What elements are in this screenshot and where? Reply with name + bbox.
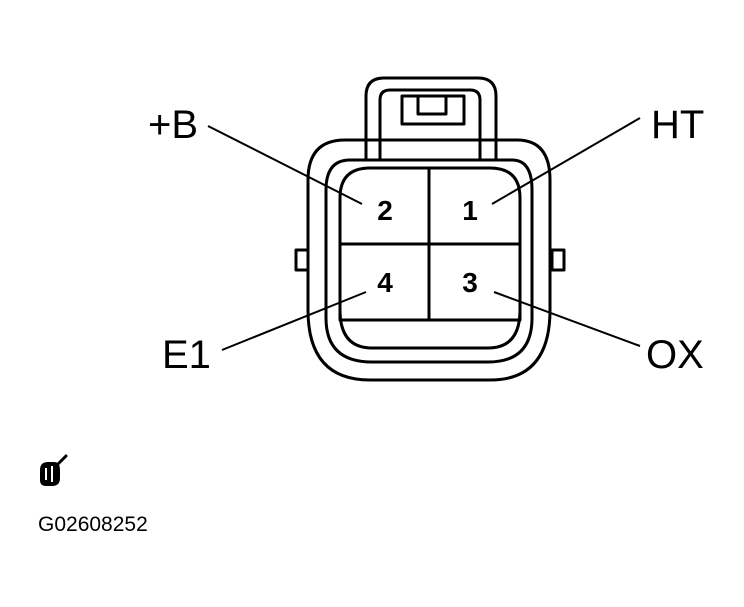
terminal-label: OX bbox=[646, 333, 704, 377]
housing-outer bbox=[306, 138, 552, 382]
lock-tab-inner bbox=[378, 88, 482, 162]
figure-code: G02608252 bbox=[38, 513, 148, 536]
lock-slot bbox=[400, 94, 466, 126]
housing-inner bbox=[324, 158, 534, 364]
terminal-label: HT bbox=[651, 103, 704, 147]
lock-slot-notch bbox=[416, 94, 448, 116]
pin-number: 4 bbox=[377, 267, 393, 298]
terminal-label: E1 bbox=[162, 333, 211, 377]
terminal-label: +B bbox=[148, 103, 198, 147]
pin-number: 1 bbox=[462, 195, 478, 226]
leader-line bbox=[207, 125, 363, 205]
lock-tab-outer bbox=[364, 76, 498, 162]
publisher-logo-icon bbox=[40, 454, 68, 486]
leader-line bbox=[493, 291, 641, 347]
pin-number: 2 bbox=[377, 195, 393, 226]
side-tab-right bbox=[550, 248, 566, 272]
side-tab-left bbox=[294, 248, 310, 272]
pin-number: 3 bbox=[462, 267, 478, 298]
leader-line bbox=[491, 117, 641, 205]
housing-bottom-ridge bbox=[338, 308, 522, 350]
leader-line bbox=[221, 291, 367, 351]
